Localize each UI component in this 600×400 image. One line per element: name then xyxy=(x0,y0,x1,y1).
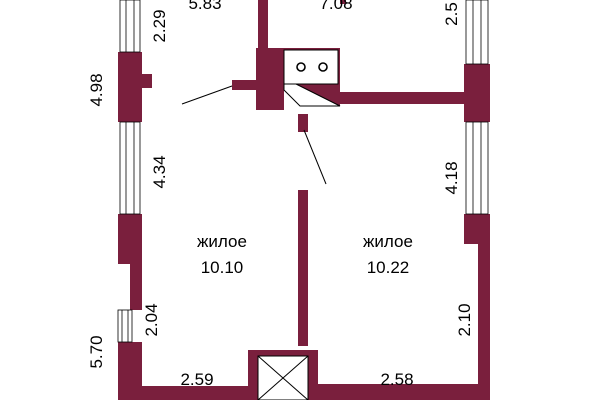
room-top-right-area: 7.08 xyxy=(319,0,352,13)
dim-window-low-right: 2.10 xyxy=(455,303,474,336)
door-swing-middle xyxy=(303,129,327,185)
dim-bottom-left: 2.59 xyxy=(180,370,213,389)
right-wall xyxy=(464,64,490,400)
dim-bottom-right: 2.58 xyxy=(380,370,413,389)
dim-left-lower: 5.70 xyxy=(87,335,106,368)
dim-window-top-left: 2.29 xyxy=(150,9,169,42)
room-right-name: жилое xyxy=(363,232,413,251)
room-top-left-area: 5.83 xyxy=(188,0,221,13)
left-window-middle xyxy=(119,121,141,215)
right-window-middle xyxy=(465,121,489,215)
room-left-area: 10.10 xyxy=(201,258,244,277)
dim-window-mid-left: 4.34 xyxy=(150,155,169,188)
dim-window-mid-right: 4.18 xyxy=(442,161,461,194)
right-window-top xyxy=(465,0,489,65)
door-swing-left xyxy=(181,85,233,105)
room-right-area: 10.22 xyxy=(367,258,410,277)
dim-window-low-left: 2.04 xyxy=(142,303,161,336)
stove-icon xyxy=(283,49,339,85)
dim-window-top-right: 2.5 xyxy=(442,2,461,26)
shaft-icon xyxy=(257,355,309,400)
left-window-top xyxy=(119,0,141,53)
dim-left-upper: 4.98 xyxy=(87,73,106,106)
room-left-name: жилое xyxy=(197,232,247,251)
left-wall xyxy=(118,52,152,400)
left-window-bottom xyxy=(117,309,133,343)
